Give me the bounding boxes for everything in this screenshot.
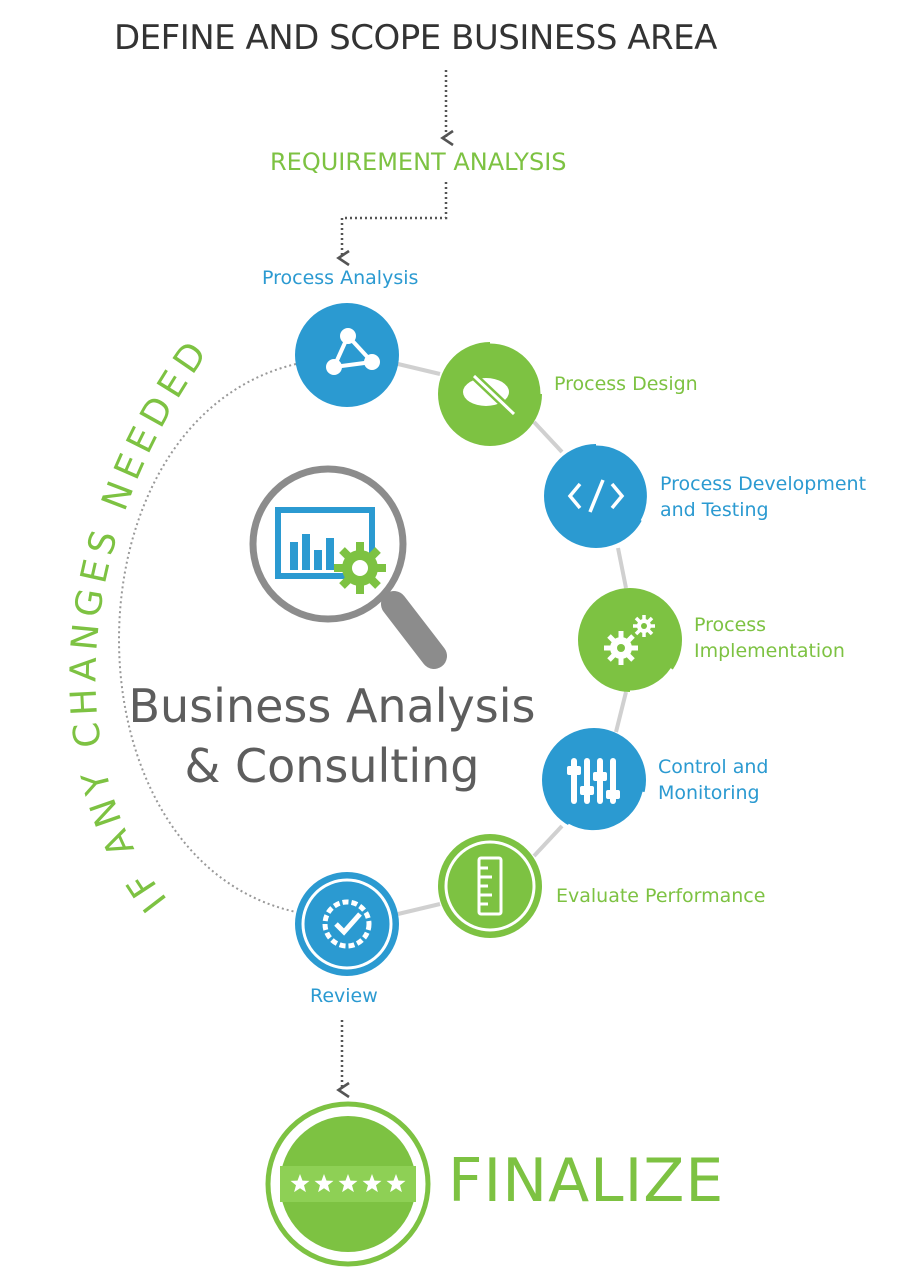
step-process-development bbox=[544, 442, 650, 548]
triangle-nodes-icon bbox=[326, 328, 380, 375]
star-icon bbox=[386, 1174, 406, 1193]
sliders-icon bbox=[567, 758, 620, 804]
pencil-eye-icon bbox=[463, 373, 516, 416]
requirement-label: REQUIREMENT ANALYSIS bbox=[270, 148, 567, 176]
gear-check-icon bbox=[322, 899, 372, 949]
step-evaluate-performance bbox=[438, 834, 542, 938]
magnifier-chart-icon bbox=[249, 465, 447, 669]
step-process-analysis bbox=[295, 303, 399, 407]
step-label-evaluate-performance: Evaluate Performance bbox=[556, 885, 766, 907]
star-icon bbox=[314, 1174, 334, 1193]
rating-stars-icon bbox=[290, 1174, 406, 1193]
step-label-review: Review bbox=[310, 985, 378, 1007]
loop-label: IF ANY CHANGES NEEDED bbox=[63, 330, 218, 920]
code-brackets-icon bbox=[567, 479, 625, 513]
gears-icon bbox=[604, 615, 655, 665]
loop-back-arc bbox=[118, 363, 297, 913]
ruler-icon bbox=[477, 856, 503, 916]
step-label-process-analysis: Process Analysis bbox=[262, 267, 419, 289]
step-review bbox=[295, 872, 399, 976]
step-connectors bbox=[397, 362, 628, 916]
finalize-badge bbox=[265, 1101, 431, 1267]
arrow-requirement-to-analysis bbox=[336, 182, 448, 267]
step-process-design bbox=[438, 340, 544, 446]
star-icon bbox=[338, 1174, 358, 1193]
page-title: DEFINE AND SCOPE BUSINESS AREA bbox=[114, 18, 717, 58]
finalize-label: FINALIZE bbox=[448, 1146, 725, 1216]
step-control-monitoring bbox=[542, 728, 646, 834]
star-icon bbox=[290, 1174, 310, 1193]
step-process-implementation bbox=[578, 588, 682, 694]
center-title: Business Analysis & Consulting bbox=[128, 679, 536, 793]
star-icon bbox=[362, 1174, 382, 1193]
step-label-process-design: Process Design bbox=[554, 373, 698, 395]
